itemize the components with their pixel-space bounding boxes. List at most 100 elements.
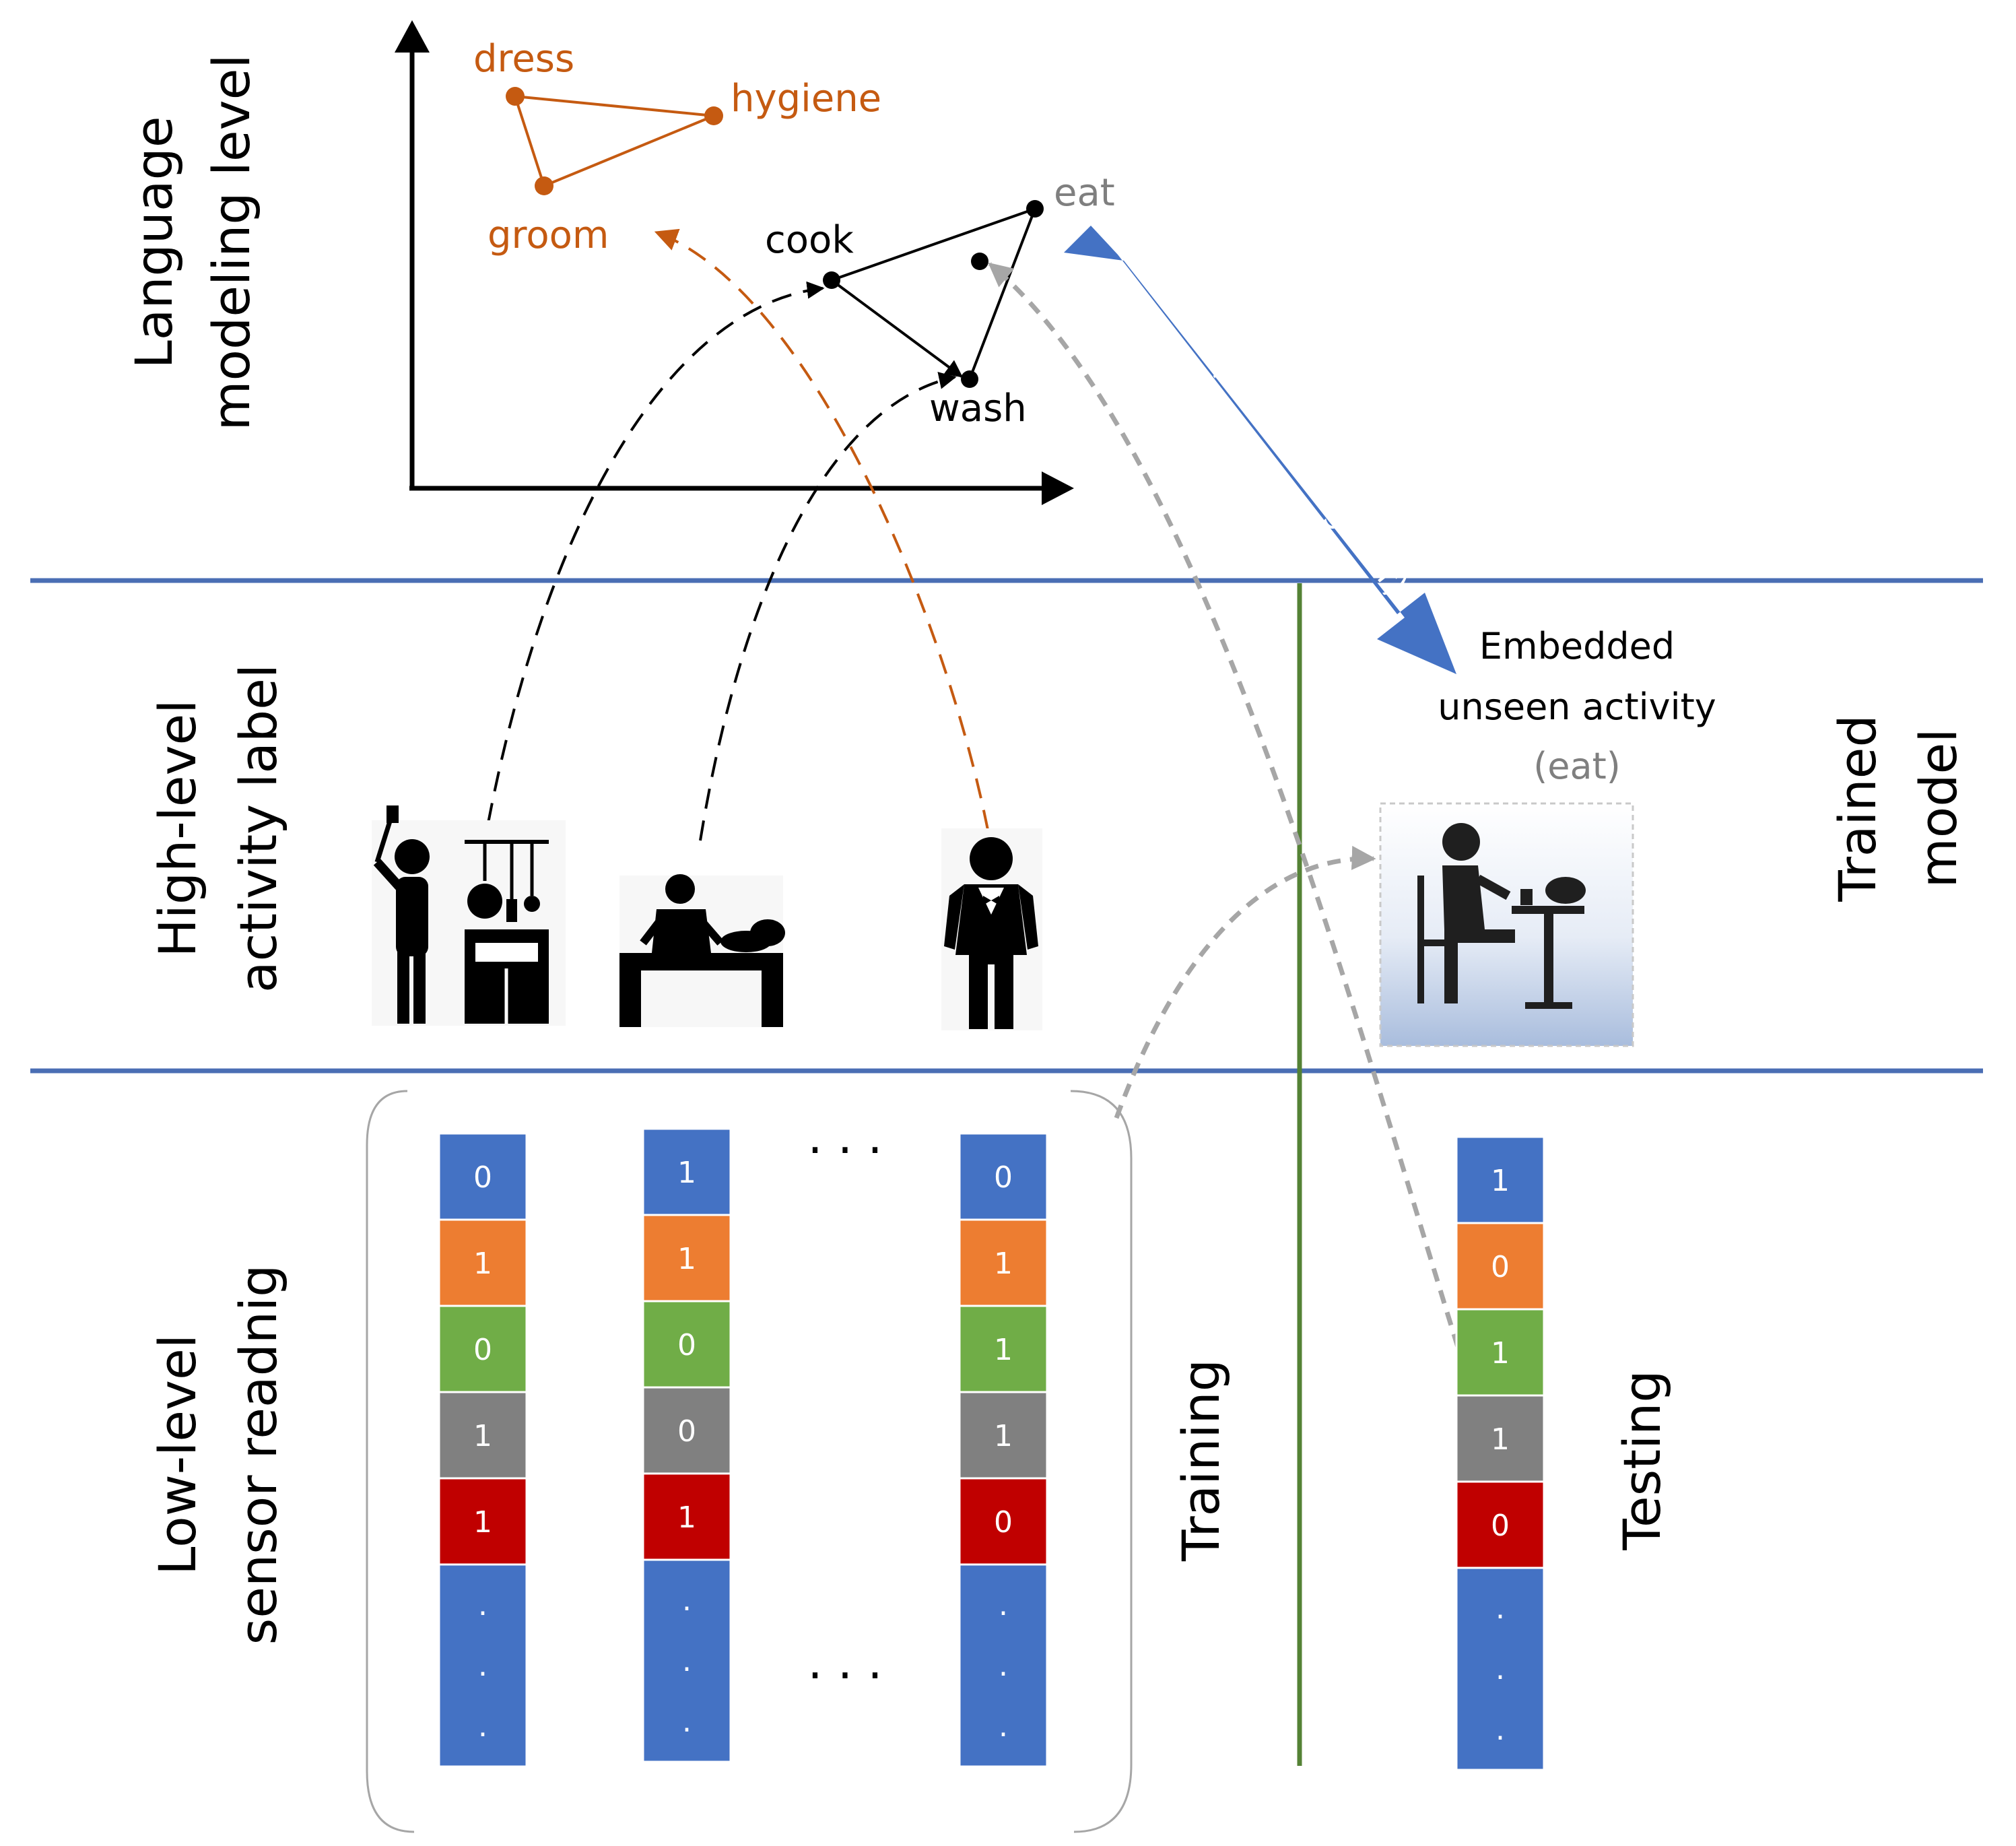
sensor-bit: 1 — [677, 1242, 696, 1276]
cooking-person-icon — [372, 805, 566, 1026]
sensor-cell — [958, 1305, 1048, 1393]
predict-arrow: Predict (closest neighbor) — [1064, 226, 1456, 674]
sensor-continuation-dot: . — [682, 1705, 692, 1739]
level-label-language-line1: Language — [124, 116, 184, 368]
point-unseen — [971, 253, 988, 270]
sensor-bit: 1 — [473, 1419, 492, 1453]
training-vector-0: 0 1 0 1 1... — [438, 1132, 528, 1768]
sensor-cell — [958, 1132, 1048, 1221]
sensor-bit: 1 — [994, 1333, 1013, 1367]
sensor-cell — [642, 1472, 732, 1561]
sensor-cell — [958, 1218, 1048, 1307]
sensor-cell — [438, 1391, 528, 1480]
sensor-remaining-cell — [438, 1563, 528, 1768]
sensor-continuation-dot: . — [682, 1644, 692, 1678]
sensor-bit: 0 — [473, 1160, 492, 1195]
embedding-axes — [395, 20, 1074, 505]
embedded-note-line1: Embedded — [1479, 625, 1675, 667]
sensor-bit: 1 — [677, 1501, 696, 1535]
sensor-bit: 0 — [994, 1160, 1013, 1195]
level-label-trained-line1: Trained — [1827, 715, 1887, 902]
tuxedo-person-icon — [941, 828, 1042, 1030]
embedded-note-line3: (eat) — [1533, 745, 1621, 787]
point-dress — [506, 87, 525, 106]
sensor-cell — [642, 1127, 732, 1216]
sensor-bit: 1 — [1491, 1164, 1510, 1198]
level-label-activity-line2: activity label — [228, 664, 288, 993]
training-vector-1: 11001... — [642, 1127, 732, 1763]
word-hygiene: hygiene — [731, 77, 881, 121]
level-label-language-line2: modeling level — [201, 54, 261, 430]
sensor-remaining-cell — [642, 1558, 732, 1763]
sensor-bit: 1 — [1491, 1336, 1510, 1371]
sensor-cell — [1455, 1480, 1545, 1569]
level-label-activity-line1: High-level — [147, 700, 207, 958]
sensor-continuation-dot: . — [478, 1588, 488, 1622]
sensor-continuation-dot: . — [999, 1649, 1008, 1683]
sensor-bit: 1 — [994, 1247, 1013, 1281]
mapping-arrow-cook — [487, 281, 825, 824]
sensor-cell — [1455, 1135, 1545, 1224]
sensor-cell — [1455, 1394, 1545, 1483]
sensor-continuation-dot: . — [999, 1709, 1008, 1744]
sensor-bit: 1 — [1491, 1422, 1510, 1457]
washing-dishes-icon — [619, 874, 785, 1027]
sensor-continuation-dot: . — [1496, 1591, 1505, 1626]
level-label-sensor-line1: Low-level — [147, 1334, 207, 1575]
sensor-bit: 0 — [473, 1333, 492, 1367]
sensor-continuation-dot: . — [999, 1588, 1008, 1622]
point-eat — [1026, 200, 1044, 218]
phase-training: Training — [1171, 1359, 1231, 1562]
sensor-bit: 1 — [994, 1419, 1013, 1453]
sensor-bit: 0 — [1491, 1250, 1510, 1284]
sensor-bit: 0 — [677, 1414, 696, 1449]
phase-testing: Testing — [1612, 1370, 1672, 1550]
point-cook — [823, 271, 840, 289]
sensor-cell — [438, 1218, 528, 1307]
sensor-remaining-cell — [958, 1563, 1048, 1768]
sensor-remaining-cell — [1455, 1567, 1545, 1771]
sensor-bit: 1 — [677, 1156, 696, 1190]
sensor-columns: 01011...11001...01110...10110... — [438, 1127, 1545, 1771]
sensor-continuation-dot: . — [1496, 1652, 1505, 1686]
word-dress: dress — [473, 37, 574, 81]
sensor-bit: 1 — [473, 1247, 492, 1281]
ellipsis-bottom: · · · — [807, 1648, 882, 1703]
sensor-bit: 0 — [1491, 1509, 1510, 1543]
embedded-note-line2: unseen activity — [1438, 686, 1716, 728]
sensor-cell — [642, 1386, 732, 1475]
orange-cluster — [506, 87, 723, 195]
sensor-bit: 0 — [994, 1505, 1013, 1540]
training-bracket — [366, 1090, 1133, 1833]
predict-label: Predict (closest neighbor) — [1131, 254, 1415, 603]
point-hygiene — [704, 106, 723, 125]
point-wash — [961, 370, 978, 388]
mapping-arrow-training-to-model — [1114, 845, 1376, 1119]
word-wash: wash — [929, 387, 1027, 430]
mapping-arrow-groom — [654, 228, 989, 830]
sensor-cell — [642, 1214, 732, 1303]
ellipsis-top: · · · — [807, 1123, 882, 1178]
level-label-trained-line2: model — [1908, 729, 1968, 888]
sensor-continuation-dot: . — [682, 1583, 692, 1618]
word-groom: groom — [488, 213, 609, 257]
sensor-continuation-dot: . — [478, 1709, 488, 1744]
mapping-arrow-wash — [699, 372, 957, 841]
sensor-cell — [1455, 1222, 1545, 1311]
sensor-cell — [958, 1477, 1048, 1566]
black-cluster — [823, 200, 1044, 388]
sensor-cell — [958, 1391, 1048, 1480]
sensor-continuation-dot: . — [478, 1649, 488, 1683]
testing-vector-0: 1 0 1 1 0... — [1455, 1135, 1545, 1771]
sensor-cell — [642, 1300, 732, 1389]
word-eat: eat — [1054, 171, 1115, 215]
sensor-continuation-dot: . — [1496, 1713, 1505, 1747]
eating-person-icon — [1379, 802, 1634, 1047]
sensor-bit: 1 — [473, 1505, 492, 1540]
training-vector-2: 0 1 1 1 0... — [958, 1132, 1048, 1768]
sensor-cell — [438, 1477, 528, 1566]
point-groom — [535, 176, 553, 195]
sensor-cell — [438, 1305, 528, 1393]
mapping-arrow-test-to-embedding — [988, 262, 1460, 1348]
